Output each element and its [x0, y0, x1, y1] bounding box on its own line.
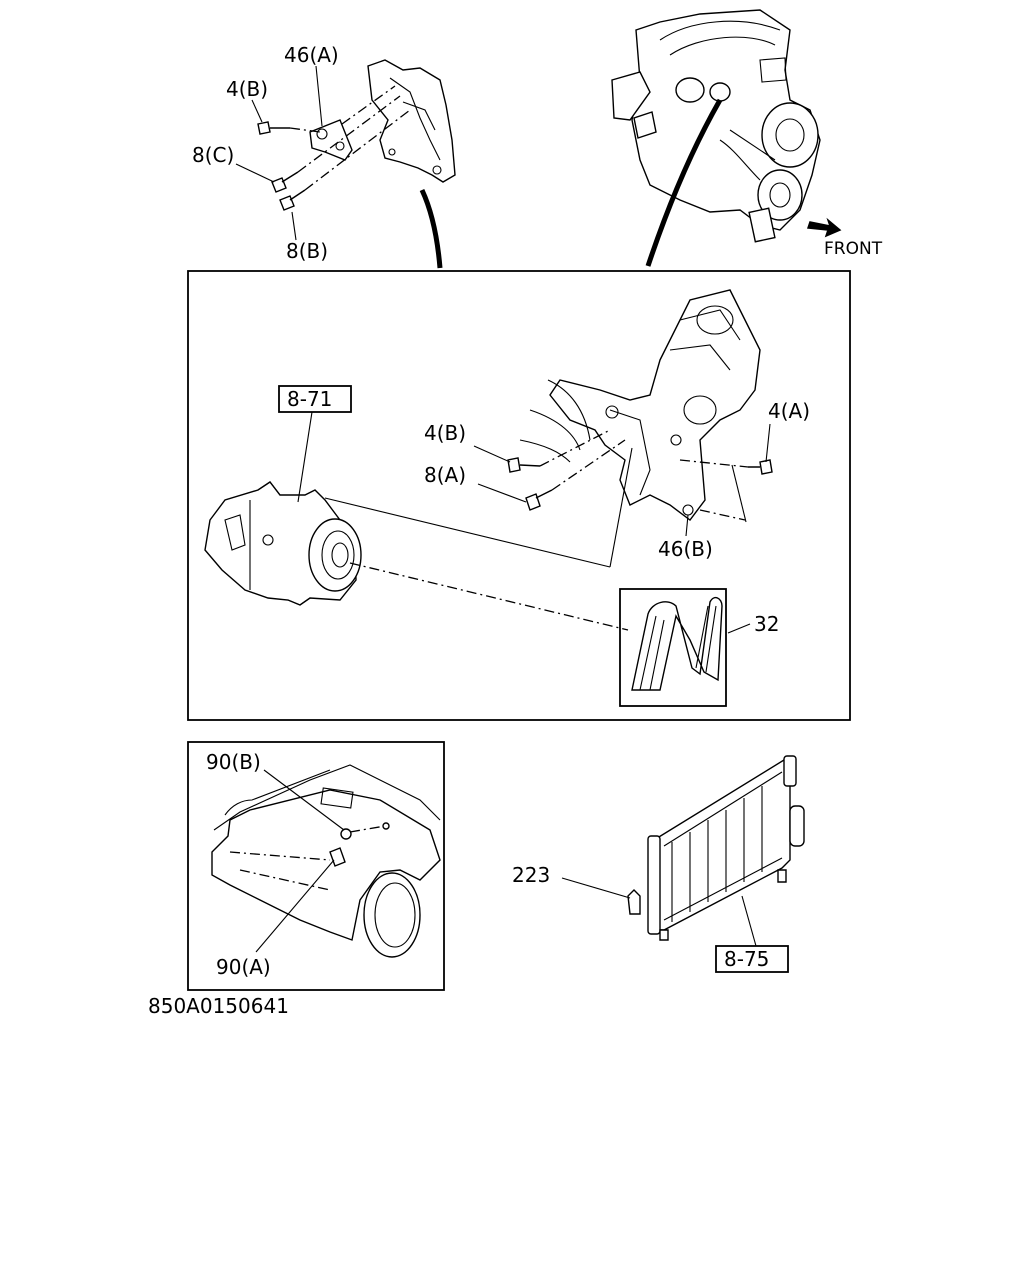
condenser-assembly: [647, 755, 805, 941]
condenser-ref-box: [715, 945, 789, 973]
engine-overview: [611, 9, 842, 267]
compressor-ref-box: [278, 385, 352, 413]
label-8c: 8(C): [192, 143, 234, 167]
label-223: 223: [512, 863, 550, 887]
label-46b: 46(B): [658, 537, 713, 561]
bolt-8a: [525, 489, 553, 511]
bolt-4b-top: [257, 121, 290, 135]
label-8-75: 8-75: [724, 947, 769, 971]
bracket-46a-assembly: [235, 59, 456, 269]
label-90b: 90(B): [206, 750, 261, 774]
label-8b: 8(B): [286, 239, 328, 263]
label-46a: 46(A): [284, 43, 339, 67]
bolt-8c: [271, 171, 299, 193]
compressor-bracket-assembly: [519, 289, 761, 521]
clip-223: [627, 889, 641, 915]
bolt-4a: [748, 459, 773, 475]
bolt-4b-mid: [507, 457, 541, 473]
label-8a: 8(A): [424, 463, 466, 487]
label-32: 32: [754, 612, 779, 636]
vehicle-front-body: [211, 764, 441, 958]
drawing-number: 850A0150641: [148, 994, 289, 1018]
label-4b-top: 4(B): [226, 77, 268, 101]
label-90a: 90(A): [216, 955, 271, 979]
label-4b-mid: 4(B): [424, 421, 466, 445]
compressor-inset-frame: [187, 270, 851, 721]
vehicle-inset-frame: [187, 741, 445, 991]
belt-detail-frame: [619, 588, 727, 707]
screw-90b: [340, 822, 390, 840]
bolt-8b: [279, 189, 306, 211]
drive-belt: [631, 596, 723, 691]
ac-compressor: [204, 481, 362, 606]
label-8-71: 8-71: [287, 387, 332, 411]
front-label: FRONT: [824, 239, 883, 259]
label-4a: 4(A): [768, 399, 810, 423]
